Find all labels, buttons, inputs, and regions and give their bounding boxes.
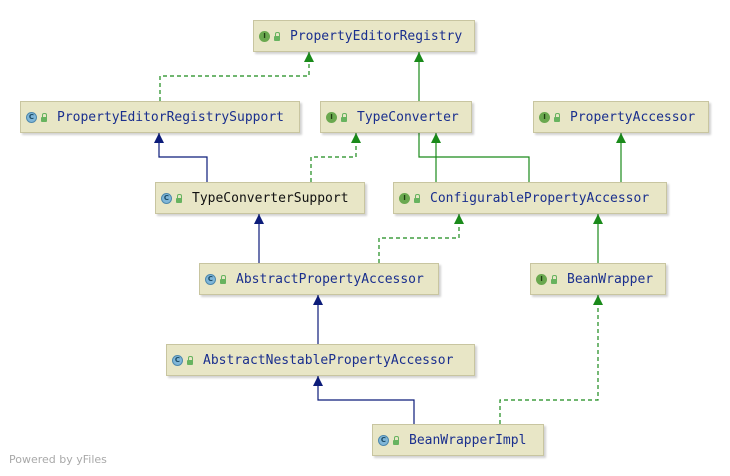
node-type-converter[interactable]: I TypeConverter xyxy=(320,101,472,133)
class-icon: C xyxy=(26,111,37,123)
public-visibility-icon xyxy=(186,355,193,365)
node-label: BeanWrapperImpl xyxy=(409,432,527,448)
abstract-class-icon: C xyxy=(205,273,216,285)
node-label: AbstractPropertyAccessor xyxy=(236,271,424,287)
public-visibility-icon xyxy=(340,112,347,122)
public-visibility-icon xyxy=(219,274,226,284)
edge-TypeConverterSupport-to-PropertyEditorRegistrySupport xyxy=(154,133,208,182)
public-visibility-icon xyxy=(553,112,560,122)
node-property-editor-registry-support[interactable]: C PropertyEditorRegistrySupport xyxy=(20,101,300,133)
node-label: PropertyEditorRegistrySupport xyxy=(57,109,284,125)
arrowhead xyxy=(313,376,323,386)
public-visibility-icon xyxy=(392,435,399,445)
public-visibility-icon xyxy=(413,193,420,203)
edge-TypeConverterSupport-to-TypeConverter xyxy=(310,133,361,182)
edge-AbstractNestablePropertyAccessor-to-AbstractPropertyAccessor xyxy=(313,295,323,344)
node-bean-wrapper[interactable]: I BeanWrapper xyxy=(530,263,666,295)
arrowhead xyxy=(304,52,314,62)
interface-icon: I xyxy=(326,111,337,123)
node-label: BeanWrapper xyxy=(567,271,654,287)
node-label: PropertyAccessor xyxy=(570,109,696,125)
node-abstract-nestable-property-accessor[interactable]: C AbstractNestablePropertyAccessor xyxy=(166,344,475,376)
node-configurable-property-accessor[interactable]: I ConfigurablePropertyAccessor xyxy=(393,182,667,214)
interface-icon: I xyxy=(399,192,410,204)
arrowhead xyxy=(154,133,164,143)
node-label: ConfigurablePropertyAccessor xyxy=(430,190,650,206)
node-label: AbstractNestablePropertyAccessor xyxy=(203,352,454,368)
edge-ConfigurablePropertyAccessor-to-TypeConverter xyxy=(431,133,441,182)
interface-icon: I xyxy=(259,30,270,42)
arrowhead xyxy=(593,295,603,305)
interface-icon: I xyxy=(539,111,550,123)
edge-AbstractPropertyAccessor-to-ConfigurablePropertyAccessor xyxy=(378,214,464,263)
arrowhead xyxy=(351,133,361,143)
edge-ConfigurablePropertyAccessor-to-PropertyEditorRegistry xyxy=(414,52,530,182)
edge-BeanWrapper-to-ConfigurablePropertyAccessor xyxy=(593,214,603,263)
node-label: PropertyEditorRegistry xyxy=(290,28,463,44)
edge-BeanWrapperImpl-to-AbstractNestablePropertyAccessor xyxy=(313,376,415,424)
arrowhead xyxy=(254,214,264,224)
arrowhead xyxy=(414,52,424,62)
class-icon: C xyxy=(161,192,172,204)
node-property-accessor[interactable]: I PropertyAccessor xyxy=(533,101,709,133)
node-type-converter-support[interactable]: C TypeConverterSupport xyxy=(155,182,365,214)
arrowhead xyxy=(313,295,323,305)
node-bean-wrapper-impl[interactable]: C BeanWrapperImpl xyxy=(372,424,544,456)
public-visibility-icon xyxy=(550,274,557,284)
public-visibility-icon xyxy=(273,31,280,41)
arrowhead xyxy=(431,133,441,143)
node-label: TypeConverterSupport xyxy=(192,190,349,206)
abstract-class-icon: C xyxy=(172,354,183,366)
arrowhead xyxy=(616,133,626,143)
class-icon: C xyxy=(378,434,389,446)
node-property-editor-registry[interactable]: I PropertyEditorRegistry xyxy=(253,20,475,52)
public-visibility-icon xyxy=(175,193,182,203)
edge-ConfigurablePropertyAccessor-to-PropertyAccessor xyxy=(616,133,626,182)
powered-by-footer: Powered by yFiles xyxy=(9,453,107,466)
interface-icon: I xyxy=(536,273,547,285)
edge-AbstractPropertyAccessor-to-TypeConverterSupport xyxy=(254,214,264,263)
edge-BeanWrapperImpl-to-BeanWrapper xyxy=(499,295,603,424)
edge-PropertyEditorRegistrySupport-to-PropertyEditorRegistry xyxy=(159,52,314,101)
arrowhead xyxy=(454,214,464,224)
public-visibility-icon xyxy=(40,112,47,122)
arrowhead xyxy=(593,214,603,224)
node-label: TypeConverter xyxy=(357,109,459,125)
node-abstract-property-accessor[interactable]: C AbstractPropertyAccessor xyxy=(199,263,439,295)
